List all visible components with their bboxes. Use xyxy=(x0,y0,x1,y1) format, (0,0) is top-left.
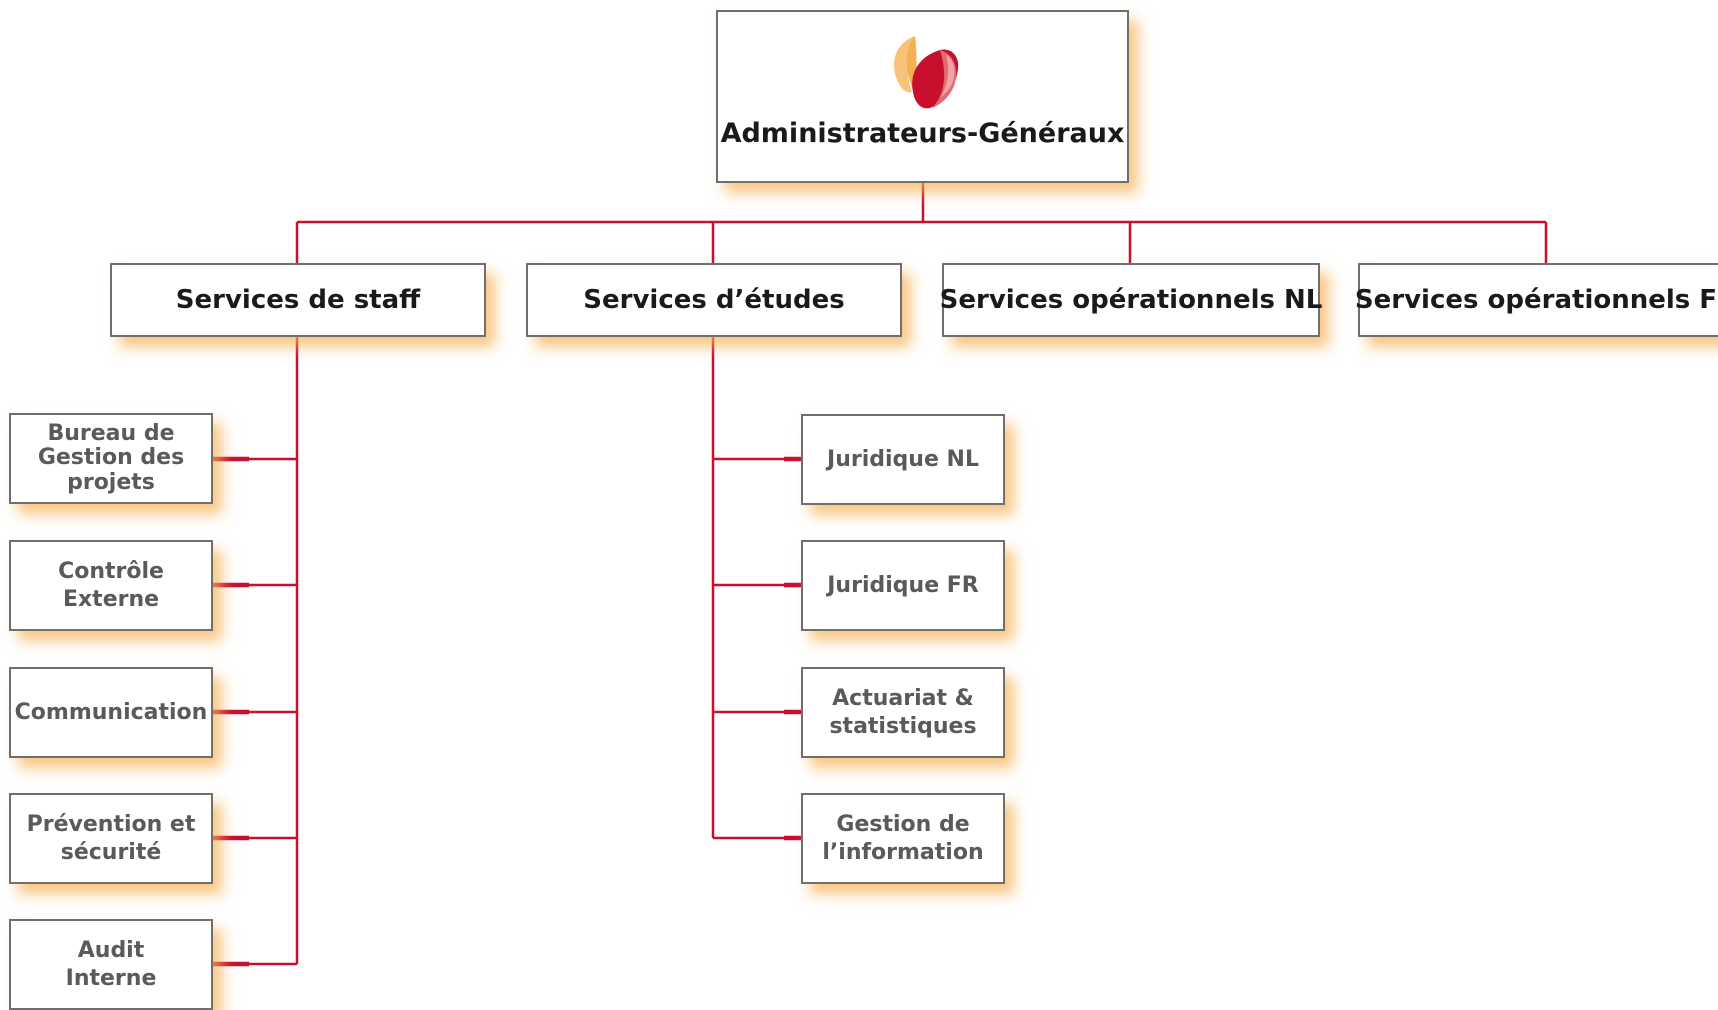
root-box-administrateurs-generaux: Administrateurs-Généraux xyxy=(716,10,1129,183)
unit-box-actuariat-et-statistiques: Actuariat & statistiques xyxy=(801,667,1005,758)
unit-box-controle-externe: Contrôle Externe xyxy=(9,540,213,631)
unit-box-bureau-de-gestion-des-projets: Bureau de Gestion des projets xyxy=(9,413,213,504)
unit-box-audit-interne: Audit Interne xyxy=(9,919,213,1010)
unit-box-prevention-et-securite: Prévention et sécurité xyxy=(9,793,213,884)
unit-box-juridique-nl: Juridique NL xyxy=(801,414,1005,505)
division-box-services-d-etudes: Services d’études xyxy=(526,263,902,337)
root-title: Administrateurs-Généraux xyxy=(720,118,1125,149)
division-label: Services opérationnels NL xyxy=(939,285,1323,315)
division-box-services-de-staff: Services de staff xyxy=(110,263,486,337)
unit-label: Actuariat & statistiques xyxy=(829,686,977,739)
unit-label: Juridique NL xyxy=(827,446,979,472)
unit-box-juridique-fr: Juridique FR xyxy=(801,540,1005,631)
unit-label: Audit Interne xyxy=(65,938,157,991)
division-box-services-operationnels-fr: Services opérationnels FR xyxy=(1354,263,1718,337)
flame-leaf-logo-icon xyxy=(893,36,958,109)
unit-label: Contrôle Externe xyxy=(58,559,164,612)
unit-box-communication: Communication xyxy=(9,667,213,758)
division-label: Services d’études xyxy=(583,285,845,315)
unit-label: Prévention et sécurité xyxy=(26,812,196,865)
division-box-services-operationnels-nl: Services opérationnels NL xyxy=(939,263,1323,337)
division-label: Services opérationnels FR xyxy=(1354,285,1718,315)
unit-label: Gestion de l’information xyxy=(822,812,984,865)
unit-box-gestion-de-l-information: Gestion de l’information xyxy=(801,793,1005,884)
division-label: Services de staff xyxy=(175,285,421,315)
unit-label: Bureau de Gestion des projets xyxy=(37,420,185,495)
unit-label: Juridique FR xyxy=(827,572,979,598)
unit-label: Communication xyxy=(14,699,208,725)
